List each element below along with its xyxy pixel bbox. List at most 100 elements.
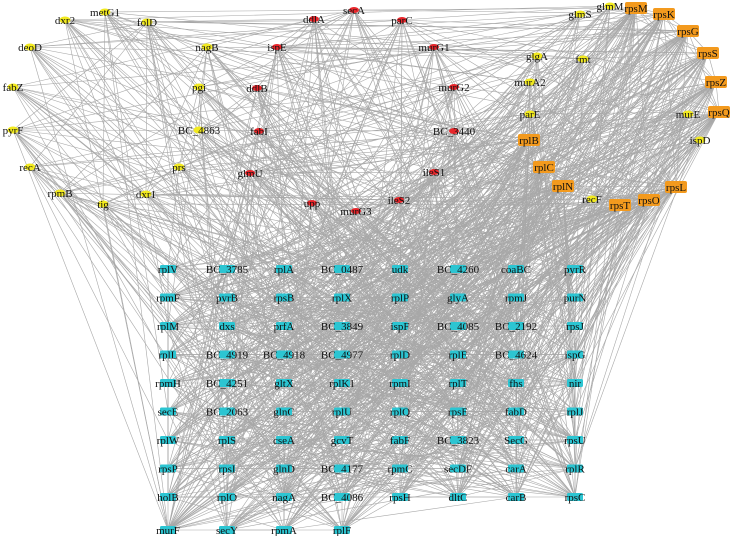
- node-rplK1[interactable]: rplK1: [329, 378, 355, 390]
- node-BC_3823[interactable]: BC_3823: [437, 435, 480, 447]
- node-secY[interactable]: secY: [216, 525, 238, 536]
- node-holB[interactable]: holB: [157, 492, 178, 504]
- node-dxs[interactable]: dxs: [219, 321, 235, 333]
- node-ispE[interactable]: ispE: [267, 42, 287, 54]
- node-glnD[interactable]: glnD: [273, 464, 295, 476]
- node-glmS[interactable]: glmS: [568, 9, 591, 21]
- node-carA[interactable]: carA: [505, 464, 526, 476]
- node-rpsS[interactable]: rpsS: [697, 47, 719, 60]
- node-BC_4086[interactable]: BC_4086: [321, 492, 364, 504]
- node-glmM[interactable]: glmM: [597, 1, 624, 13]
- node-dltC[interactable]: dltC: [449, 492, 468, 504]
- node-fabD[interactable]: fabD: [505, 407, 527, 419]
- node-rpmA[interactable]: rpmA: [271, 525, 297, 536]
- node-rpsL[interactable]: rpsL: [665, 181, 687, 194]
- node-murG2[interactable]: murG2: [438, 82, 469, 94]
- node-ispG[interactable]: ispG: [565, 350, 586, 362]
- node-rpsK[interactable]: rpsK: [653, 8, 675, 21]
- node-pyrR[interactable]: pyrR: [564, 264, 587, 276]
- node-secDF[interactable]: secDF: [444, 464, 472, 476]
- node-rpsI[interactable]: rpsI: [218, 464, 235, 476]
- node-SecG[interactable]: SecG: [504, 435, 528, 447]
- node-rpsG[interactable]: rpsG: [677, 25, 699, 38]
- node-rplW[interactable]: rplW: [157, 435, 180, 447]
- node-rpsU[interactable]: rpsU: [564, 435, 585, 447]
- node-nagB[interactable]: nagB: [195, 42, 218, 54]
- node-BC_4085[interactable]: BC_4085: [437, 321, 480, 333]
- node-rplR[interactable]: rplR: [565, 464, 585, 476]
- node-secE[interactable]: secE: [158, 407, 179, 419]
- node-BC_4919[interactable]: BC_4919: [206, 350, 249, 362]
- node-gltX[interactable]: gltX: [274, 378, 294, 390]
- node-rpsZ[interactable]: rpsZ: [705, 76, 727, 89]
- node-murG1[interactable]: murG1: [418, 42, 449, 54]
- node-coaBC[interactable]: coaBC: [501, 264, 531, 276]
- node-BC_4977[interactable]: BC_4977: [321, 350, 364, 362]
- node-rpsO[interactable]: rpsO: [638, 194, 660, 207]
- node-rpmJ[interactable]: rpmJ: [505, 293, 528, 305]
- node-ddlB[interactable]: ddlB: [246, 83, 267, 95]
- node-glnC[interactable]: glnC: [273, 407, 294, 419]
- node-ddlA[interactable]: ddlA: [303, 14, 325, 26]
- node-rpmH[interactable]: rpmH: [155, 378, 181, 390]
- node-BC_4177[interactable]: BC_4177: [321, 464, 364, 476]
- node-rplM[interactable]: rplM: [157, 321, 179, 333]
- node-BC_4251[interactable]: BC_4251: [206, 378, 248, 390]
- node-gcvT[interactable]: gcvT: [331, 435, 354, 447]
- node-BC_4260[interactable]: BC_4260: [437, 264, 480, 276]
- node-rplP[interactable]: rplP: [391, 293, 409, 305]
- node-rplF[interactable]: rplF: [333, 525, 351, 536]
- node-murF[interactable]: murF: [156, 525, 180, 536]
- node-udk[interactable]: udk: [392, 264, 409, 276]
- node-glgA[interactable]: glgA: [526, 51, 548, 63]
- node-rpmC[interactable]: rpmC: [387, 464, 412, 476]
- node-carB[interactable]: carB: [506, 492, 527, 504]
- node-recF[interactable]: recF: [582, 194, 602, 206]
- node-pyrB[interactable]: pyrB: [216, 293, 238, 305]
- node-secA[interactable]: secA: [343, 5, 365, 17]
- node-nagA[interactable]: nagA: [272, 492, 296, 504]
- node-murA2[interactable]: murA2: [514, 77, 545, 89]
- node-parE[interactable]: parE: [520, 109, 541, 121]
- node-rplD[interactable]: rplD: [390, 350, 410, 362]
- node-rplX[interactable]: rplX: [332, 293, 352, 305]
- node-glyA[interactable]: glyA: [447, 293, 469, 305]
- node-rplL[interactable]: rplL: [159, 350, 178, 362]
- node-nir[interactable]: nir: [567, 378, 583, 390]
- node-recA[interactable]: recA: [19, 162, 40, 174]
- node-pgi[interactable]: pgi: [192, 82, 206, 94]
- node-rpsJ[interactable]: rpsJ: [566, 321, 584, 333]
- node-rpmF[interactable]: rpmF: [156, 293, 180, 305]
- node-dxr2[interactable]: dxr2: [55, 15, 75, 27]
- node-BC_4863[interactable]: BC_4863: [178, 125, 221, 137]
- node-ileS1[interactable]: ileS1: [423, 167, 446, 179]
- node-rpsE[interactable]: rpsE: [448, 407, 468, 419]
- node-BC_3849[interactable]: BC_3849: [321, 321, 364, 333]
- node-rplT[interactable]: rplT: [449, 378, 468, 390]
- node-rplB[interactable]: rplB: [518, 134, 540, 147]
- node-fabF[interactable]: fabF: [390, 435, 410, 447]
- node-rplA[interactable]: rplA: [274, 264, 294, 276]
- node-ileS2[interactable]: ileS2: [388, 195, 411, 207]
- node-BC_3440[interactable]: BC_3440: [433, 126, 476, 138]
- node-BC_4624[interactable]: BC_4624: [495, 350, 538, 362]
- node-BC_3785[interactable]: BC_3785: [206, 264, 249, 276]
- node-folD[interactable]: folD: [137, 17, 157, 29]
- node-cseA[interactable]: cseA: [273, 435, 295, 447]
- node-murE[interactable]: murE: [676, 109, 701, 121]
- node-BC_0487[interactable]: BC_0487: [321, 264, 364, 276]
- node-pyrF[interactable]: pyrF: [3, 125, 24, 137]
- node-dxr1[interactable]: dxr1: [136, 189, 156, 201]
- node-rplO[interactable]: rplO: [217, 492, 237, 504]
- node-fmt[interactable]: fmt: [575, 54, 590, 66]
- node-rpsQ[interactable]: rpsQ: [708, 106, 730, 119]
- node-BC_2192[interactable]: BC_2192: [495, 321, 537, 333]
- node-glmU[interactable]: glmU: [237, 168, 262, 180]
- node-rpsM[interactable]: rpsM: [624, 2, 648, 15]
- node-deoD[interactable]: deoD: [18, 42, 42, 54]
- node-tig[interactable]: tig: [97, 199, 109, 211]
- node-prs[interactable]: prs: [172, 162, 185, 174]
- node-rpsC[interactable]: rpsC: [565, 492, 586, 504]
- node-rpsT[interactable]: rpsT: [609, 199, 631, 212]
- node-fabZ[interactable]: fabZ: [3, 82, 24, 94]
